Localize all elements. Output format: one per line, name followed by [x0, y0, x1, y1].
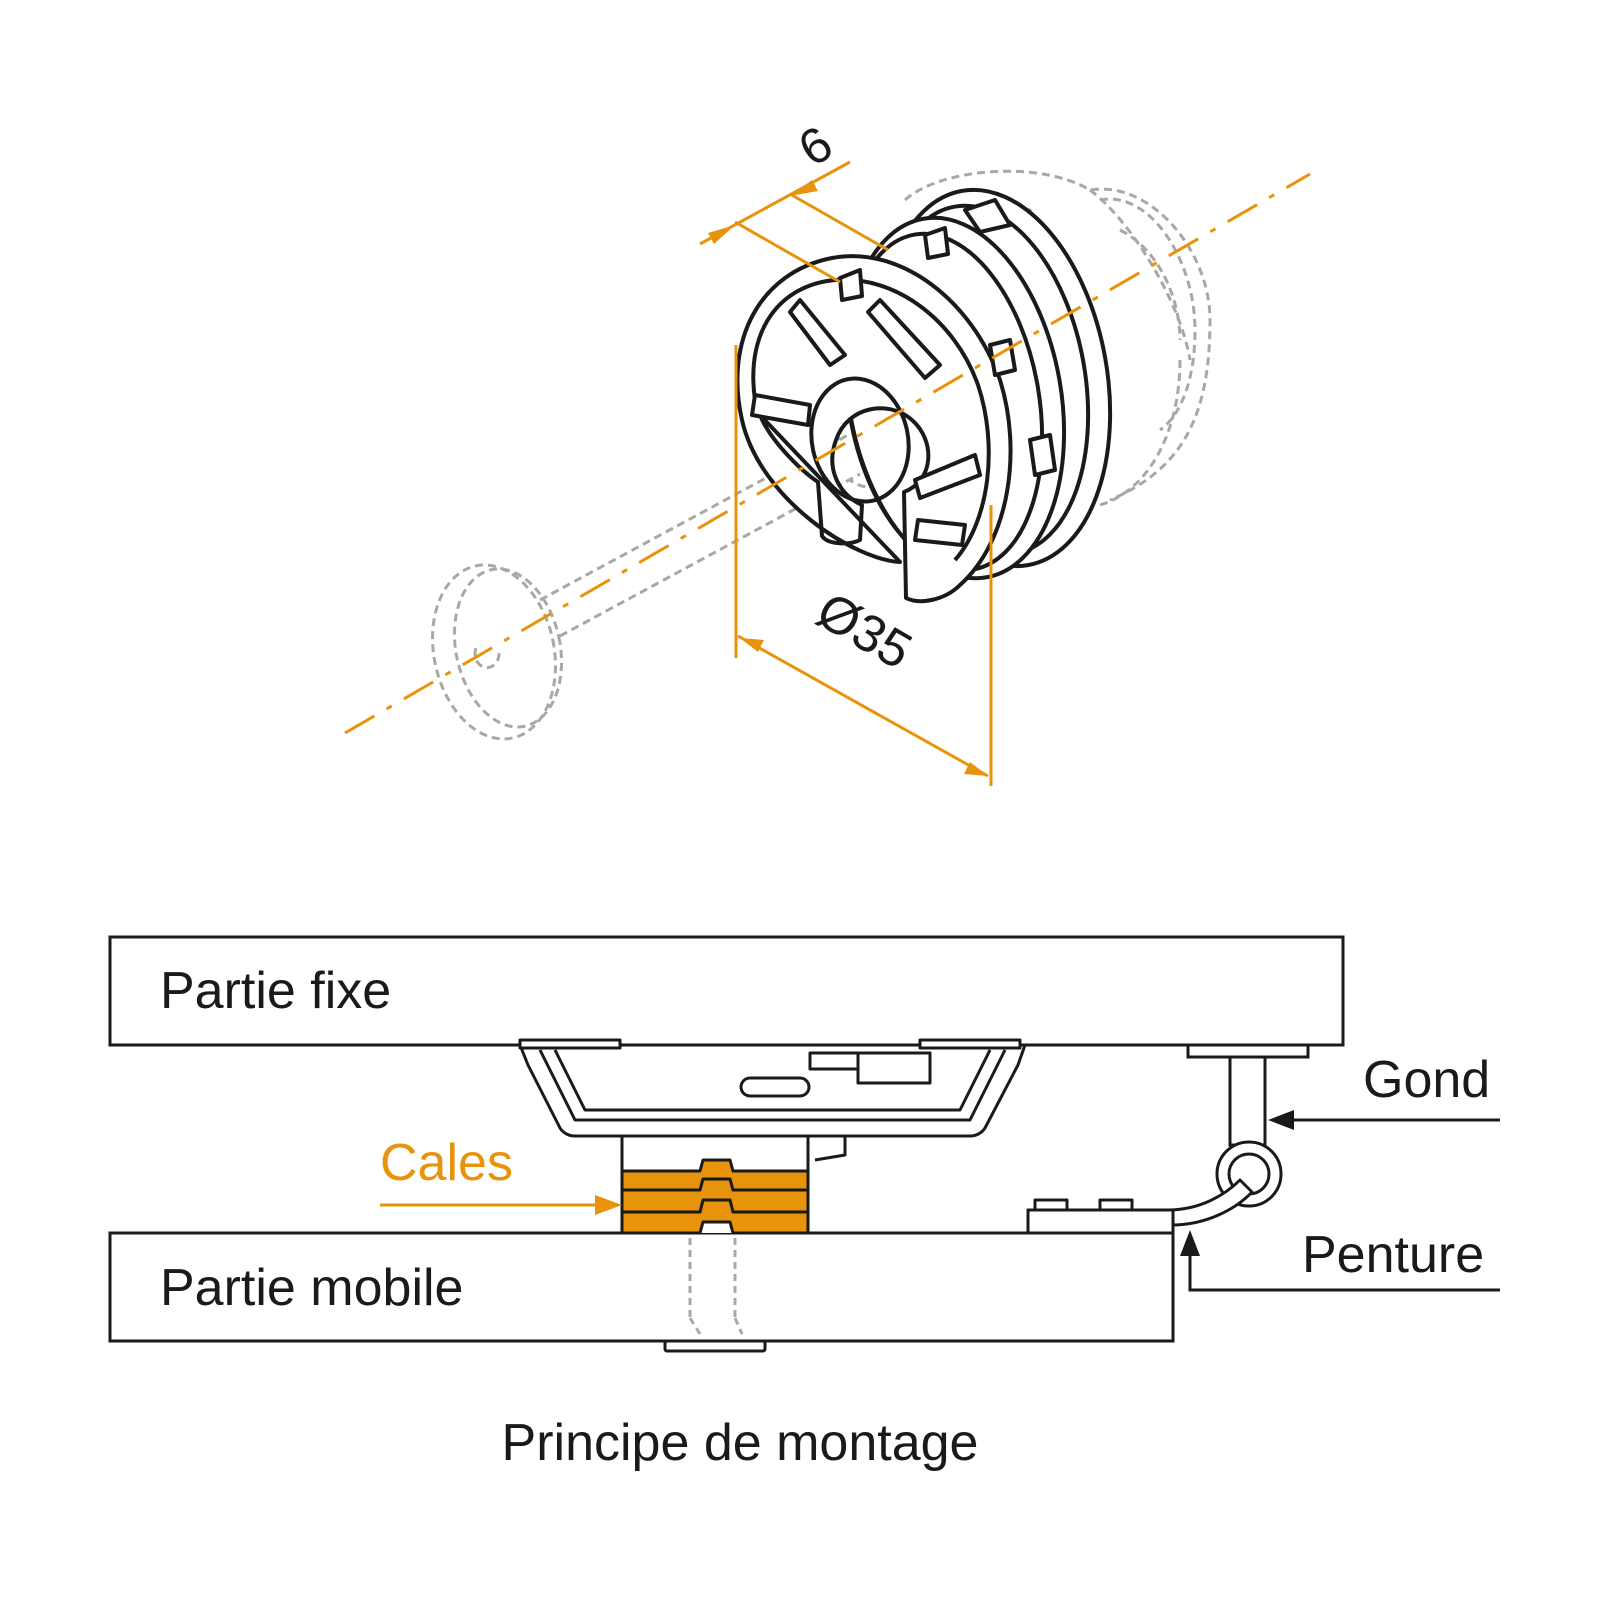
fixed-part-panel — [108, 935, 1345, 1047]
pin-label: Gond — [1363, 1051, 1490, 1109]
hinge-strap — [1026, 1178, 1254, 1235]
strap-label: Penture — [1302, 1226, 1484, 1284]
hinge-pin — [1186, 1043, 1310, 1208]
shim-body — [735, 187, 1113, 604]
screw-head — [663, 1339, 767, 1353]
shims-arrow — [380, 1195, 622, 1215]
shim-axis — [344, 172, 1311, 735]
shim-stack — [620, 1134, 810, 1235]
pin-arrow — [1268, 1110, 1500, 1130]
strap-leader — [1180, 1230, 1500, 1292]
shim-isometric-view: 6 Ø35 — [344, 115, 1311, 786]
assembly-section: Partie fixe Partie mobile — [108, 935, 1500, 1353]
thickness-dimension — [699, 160, 889, 284]
mobile-part-label: Partie mobile — [160, 1259, 463, 1317]
shims-label: Cales — [380, 1134, 513, 1192]
fixed-part-label: Partie fixe — [160, 962, 391, 1020]
mounting-bracket — [518, 1038, 1027, 1162]
mobile-part-panel — [108, 1231, 1175, 1343]
thickness-label: 6 — [789, 115, 842, 177]
diameter-dimension — [734, 345, 993, 786]
diagram-caption: Principe de montage — [502, 1414, 979, 1472]
